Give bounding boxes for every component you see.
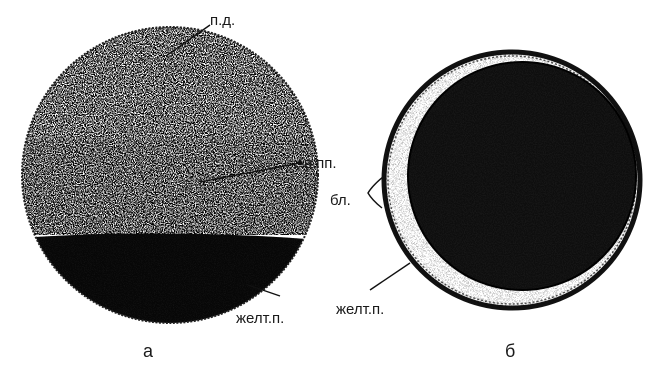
leader-zhelt-b xyxy=(370,263,410,290)
label-pd: п.д. xyxy=(210,12,235,29)
leader-vpp-dot xyxy=(298,161,303,166)
embryo-a xyxy=(20,25,320,330)
caption-b: б xyxy=(505,341,515,361)
label-vpp: в.пп. xyxy=(304,155,337,172)
label-zhelt-b: желт.п. xyxy=(336,301,384,318)
caption-a: а xyxy=(143,341,154,361)
marginal-zone-a xyxy=(20,140,320,235)
label-bl: бл. xyxy=(330,192,351,209)
label-zhelt-a: желт.п. xyxy=(236,310,284,327)
embryo-b xyxy=(380,50,645,310)
